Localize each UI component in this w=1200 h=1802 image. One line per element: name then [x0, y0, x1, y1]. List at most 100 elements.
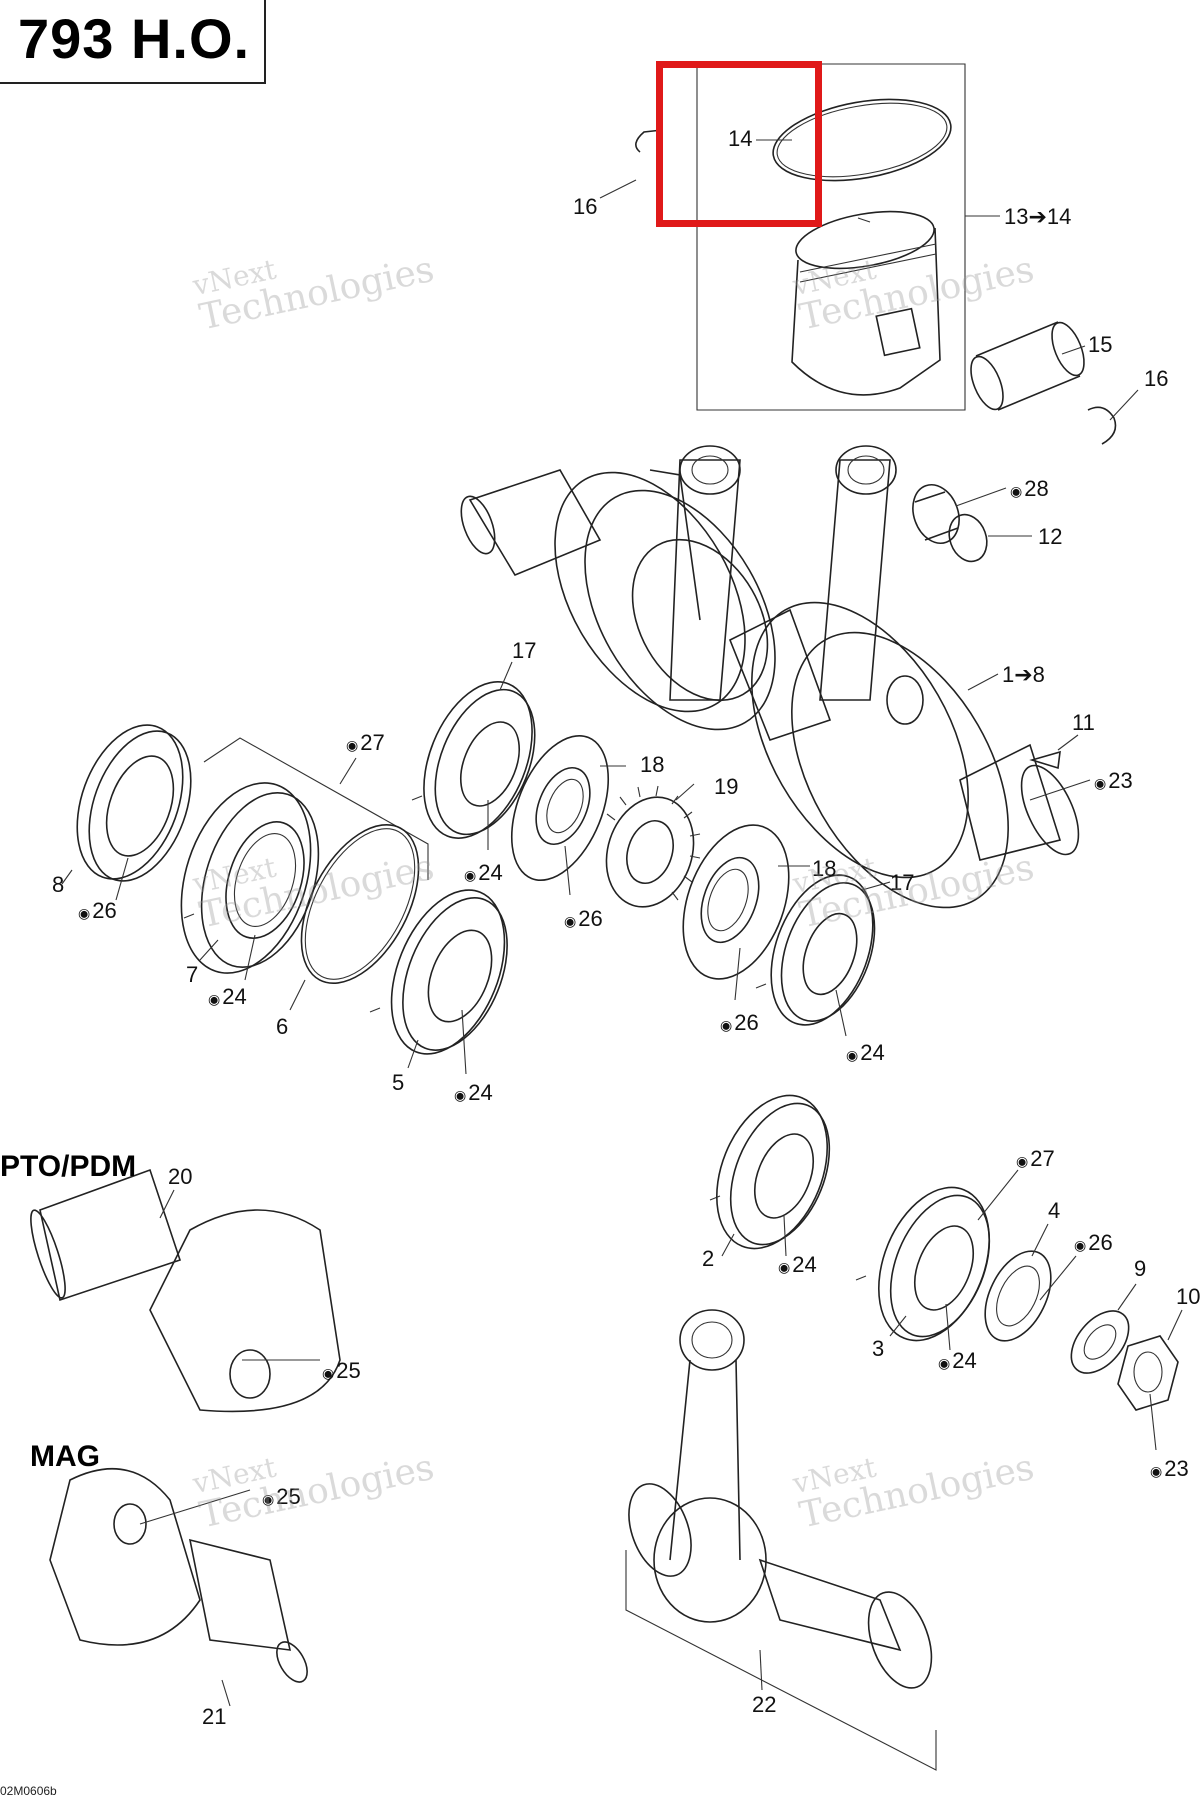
seal-18-lower — [682, 824, 790, 980]
section-label-pto: PTO/PDM — [0, 1150, 137, 1183]
callout-6[interactable]: 6 — [276, 1016, 288, 1038]
callout-number: 20 — [168, 1164, 193, 1189]
callout-20[interactable]: 20 — [168, 1166, 192, 1188]
callout-number: 9 — [1134, 1256, 1147, 1281]
callout-number: 3 — [872, 1336, 885, 1361]
callout-7[interactable]: 7 — [186, 964, 198, 986]
lubricant-drop-icon: ◉ — [938, 1355, 951, 1371]
oil-seal-left — [76, 724, 192, 882]
callout-26-left[interactable]: ◉26 — [78, 900, 117, 922]
thrust-ring — [948, 513, 988, 563]
nut-10 — [1117, 1335, 1179, 1411]
callout-16-lower[interactable]: 16 — [1144, 368, 1168, 390]
callout-number: 24 — [860, 1040, 885, 1065]
lubricant-drop-icon: ◉ — [1016, 1153, 1029, 1169]
callout-number: 11 — [1072, 710, 1095, 735]
lubricant-drop-icon: ◉ — [262, 1491, 275, 1507]
lubricant-drop-icon: ◉ — [208, 991, 221, 1007]
callout-24-bearing-2[interactable]: ◉24 — [778, 1254, 817, 1276]
callout-16-upper[interactable]: 16 — [573, 196, 597, 218]
callout-19[interactable]: 19 — [714, 776, 738, 798]
washer-9 — [1070, 1310, 1130, 1374]
callout-23-lower[interactable]: ◉23 — [1150, 1458, 1189, 1480]
callout-18-lower[interactable]: 18 — [812, 858, 836, 880]
callout-15[interactable]: 15 — [1088, 334, 1112, 356]
callout-number: 24 — [792, 1252, 817, 1277]
callout-26-middle[interactable]: ◉26 — [564, 908, 603, 930]
callout-26-lower[interactable]: ◉26 — [720, 1012, 759, 1034]
callout-number: 26 — [1088, 1230, 1113, 1255]
callout-number: 12 — [1038, 524, 1063, 549]
callout-24-bearing-3[interactable]: ◉24 — [938, 1350, 977, 1372]
callout-13-to-14[interactable]: 13➔14 — [1004, 206, 1071, 228]
callout-number: 22 — [752, 1692, 777, 1717]
lubricant-drop-icon: ◉ — [78, 905, 91, 921]
callout-26-right[interactable]: ◉26 — [1074, 1232, 1113, 1254]
crankshaft-assembly — [460, 445, 1080, 909]
callout-27-left[interactable]: ◉27 — [346, 732, 385, 754]
lubricant-drop-icon: ◉ — [1150, 1463, 1163, 1479]
bearing-17-upper — [423, 681, 536, 839]
lubricant-drop-icon: ◉ — [720, 1017, 733, 1033]
callout-number: 26 — [734, 1010, 759, 1035]
callout-10[interactable]: 10 — [1176, 1286, 1200, 1308]
callout-25-mag[interactable]: ◉25 — [262, 1486, 301, 1508]
callout-number: 15 — [1088, 332, 1113, 357]
callout-24-right[interactable]: ◉24 — [846, 1042, 885, 1064]
bearing-5 — [390, 889, 508, 1055]
callout-number: 14 — [728, 126, 753, 151]
callout-number: 25 — [276, 1484, 301, 1509]
callout-number: 23 — [1108, 768, 1133, 793]
callout-8[interactable]: 8 — [52, 874, 64, 896]
callout-number: 16 — [1144, 366, 1169, 391]
callout-17-upper[interactable]: 17 — [512, 640, 536, 662]
callout-23-upper[interactable]: ◉23 — [1094, 770, 1133, 792]
section-label-mag: MAG — [30, 1440, 100, 1473]
woodruff-key — [1029, 750, 1061, 770]
circlip-lower — [1087, 406, 1117, 445]
callout-number: 27 — [1030, 1146, 1055, 1171]
lubricant-drop-icon: ◉ — [1094, 775, 1107, 791]
piston-ring — [772, 98, 952, 182]
callout-number: 18 — [812, 856, 837, 881]
callout-18-upper[interactable]: 18 — [640, 754, 664, 776]
callout-22[interactable]: 22 — [752, 1694, 776, 1716]
callout-number: 24 — [222, 984, 247, 1009]
callout-number: 6 — [276, 1014, 289, 1039]
callout-4[interactable]: 4 — [1048, 1200, 1060, 1222]
callout-1-to-8[interactable]: 1➔8 — [1002, 664, 1045, 686]
callout-9[interactable]: 9 — [1134, 1258, 1146, 1280]
callout-24-bottom-left[interactable]: ◉24 — [454, 1082, 493, 1104]
connecting-rod-22 — [628, 1309, 933, 1689]
callout-number: 26 — [578, 906, 603, 931]
callout-25-pto[interactable]: ◉25 — [322, 1360, 361, 1382]
callout-5[interactable]: 5 — [392, 1072, 404, 1094]
callout-27-right[interactable]: ◉27 — [1016, 1148, 1055, 1170]
callout-number: 7 — [186, 962, 199, 987]
callout-number: 27 — [360, 730, 385, 755]
callout-17-lower[interactable]: 17 — [890, 872, 914, 894]
callout-number: 18 — [640, 752, 665, 777]
callout-number: 17 — [512, 638, 537, 663]
lubricant-drop-icon: ◉ — [322, 1365, 335, 1381]
callout-24-left[interactable]: ◉24 — [208, 986, 247, 1008]
callout-11[interactable]: 11 — [1072, 712, 1095, 734]
bearing-17-lower — [770, 874, 876, 1026]
callout-2[interactable]: 2 — [702, 1248, 714, 1270]
drawing-code: 02M0606b — [0, 1784, 57, 1798]
callout-number: 25 — [336, 1358, 361, 1383]
callout-number: 19 — [714, 774, 739, 799]
callout-21[interactable]: 21 — [202, 1706, 226, 1728]
callout-24-upper[interactable]: ◉24 — [464, 862, 503, 884]
callout-3[interactable]: 3 — [872, 1338, 884, 1360]
bearing-3 — [877, 1186, 991, 1342]
callout-number: 16 — [573, 194, 598, 219]
lubricant-drop-icon: ◉ — [346, 737, 359, 753]
lubricant-drop-icon: ◉ — [454, 1087, 467, 1103]
callout-number: 10 — [1176, 1284, 1200, 1309]
callout-14[interactable]: 14 — [728, 128, 752, 150]
callout-28[interactable]: ◉28 — [1010, 478, 1049, 500]
callout-number: 5 — [392, 1070, 405, 1095]
callout-12[interactable]: 12 — [1038, 526, 1062, 548]
